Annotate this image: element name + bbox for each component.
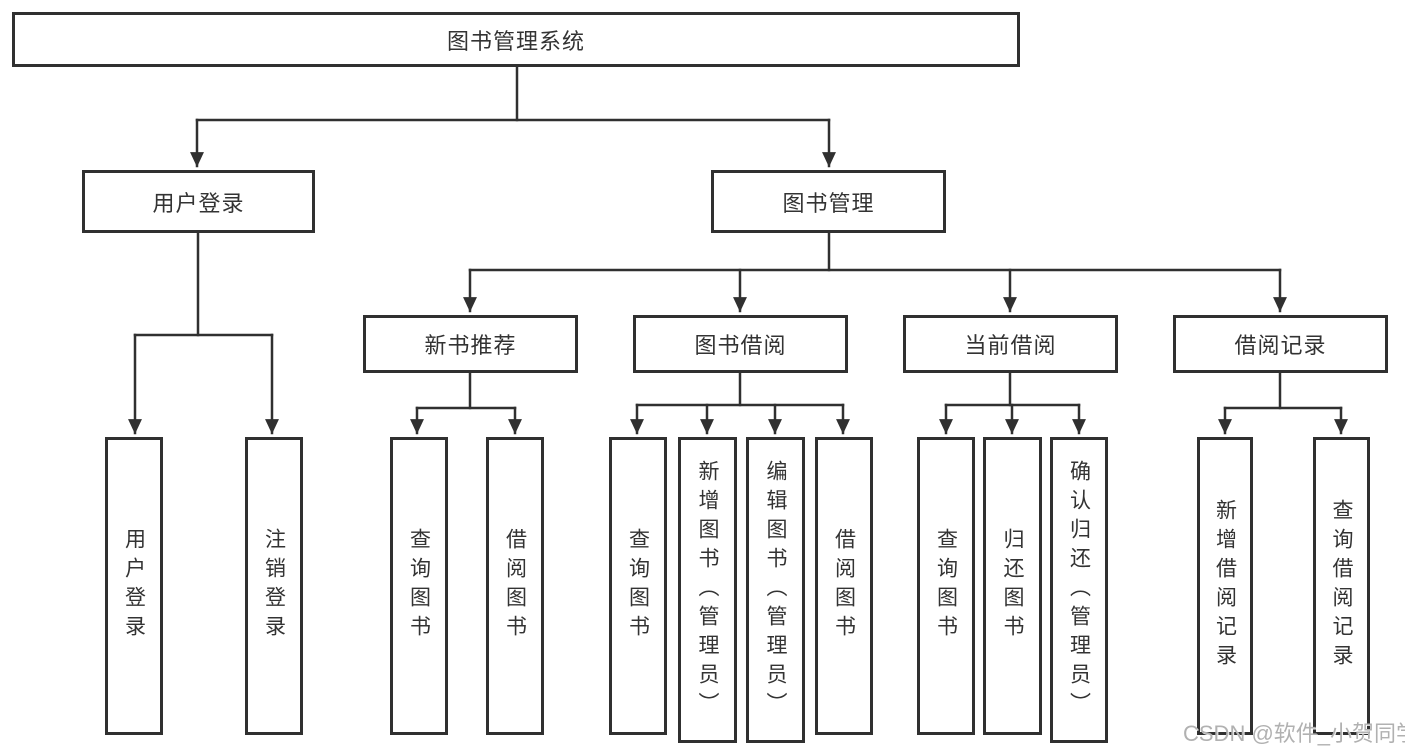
node-book-borrowing: 图书借阅: [633, 315, 848, 373]
node-label: 新书推荐: [424, 333, 517, 358]
leaf-label: 确认归还（管理员）: [1067, 459, 1091, 721]
leaf-query-books-recommend: 查询图书: [390, 437, 448, 735]
node-borrowing-records: 借阅记录: [1173, 315, 1388, 373]
node-current-borrowing: 当前借阅: [903, 315, 1118, 373]
node-label: 用户登录: [152, 190, 245, 216]
leaf-label: 新增借阅记录: [1213, 499, 1237, 673]
node-label: 借阅记录: [1234, 333, 1327, 358]
node-label: 图书管理系统: [446, 28, 585, 54]
node-label: 当前借阅: [964, 333, 1057, 358]
leaf-label: 查询图书: [407, 528, 431, 644]
leaf-label: 借阅图书: [503, 528, 527, 644]
leaf-logout-login: 注销登录: [245, 437, 303, 735]
leaf-add-books-admin: 新增图书（管理员）: [678, 437, 737, 743]
leaf-label: 查询借阅记录: [1330, 499, 1353, 673]
leaf-edit-books-admin: 编辑图书（管理员）: [746, 437, 805, 743]
leaf-label: 新增图书（管理员）: [696, 459, 719, 721]
leaf-label: 查询图书: [626, 528, 650, 644]
node-library-system: 图书管理系统: [12, 12, 1020, 67]
node-label: 图书借阅: [694, 333, 787, 358]
node-book-management: 图书管理: [711, 170, 946, 233]
node-new-book-recommendation: 新书推荐: [363, 315, 578, 373]
leaf-query-borrow-record: 查询借阅记录: [1313, 437, 1370, 735]
leaf-label: 用户登录: [122, 528, 146, 644]
leaf-user-login: 用户登录: [105, 437, 163, 735]
node-label: 图书管理: [782, 190, 875, 216]
node-user-login: 用户登录: [82, 170, 315, 233]
leaf-query-books-current: 查询图书: [917, 437, 975, 735]
leaf-label: 借阅图书: [832, 528, 856, 644]
csdn-watermark: CSDN @软件_小贺同学: [1183, 721, 1405, 746]
leaf-add-borrow-record: 新增借阅记录: [1197, 437, 1253, 735]
leaf-borrow-books-recommend: 借阅图书: [486, 437, 544, 735]
leaf-label: 注销登录: [262, 528, 286, 644]
leaf-borrow-books: 借阅图书: [815, 437, 873, 735]
leaf-query-books-borrow: 查询图书: [609, 437, 667, 735]
leaf-return-books: 归还图书: [983, 437, 1042, 735]
leaf-confirm-return-admin: 确认归还（管理员）: [1050, 437, 1108, 743]
leaf-label: 归还图书: [1001, 528, 1024, 644]
leaf-label: 编辑图书（管理员）: [764, 459, 787, 721]
leaf-label: 查询图书: [934, 528, 958, 644]
